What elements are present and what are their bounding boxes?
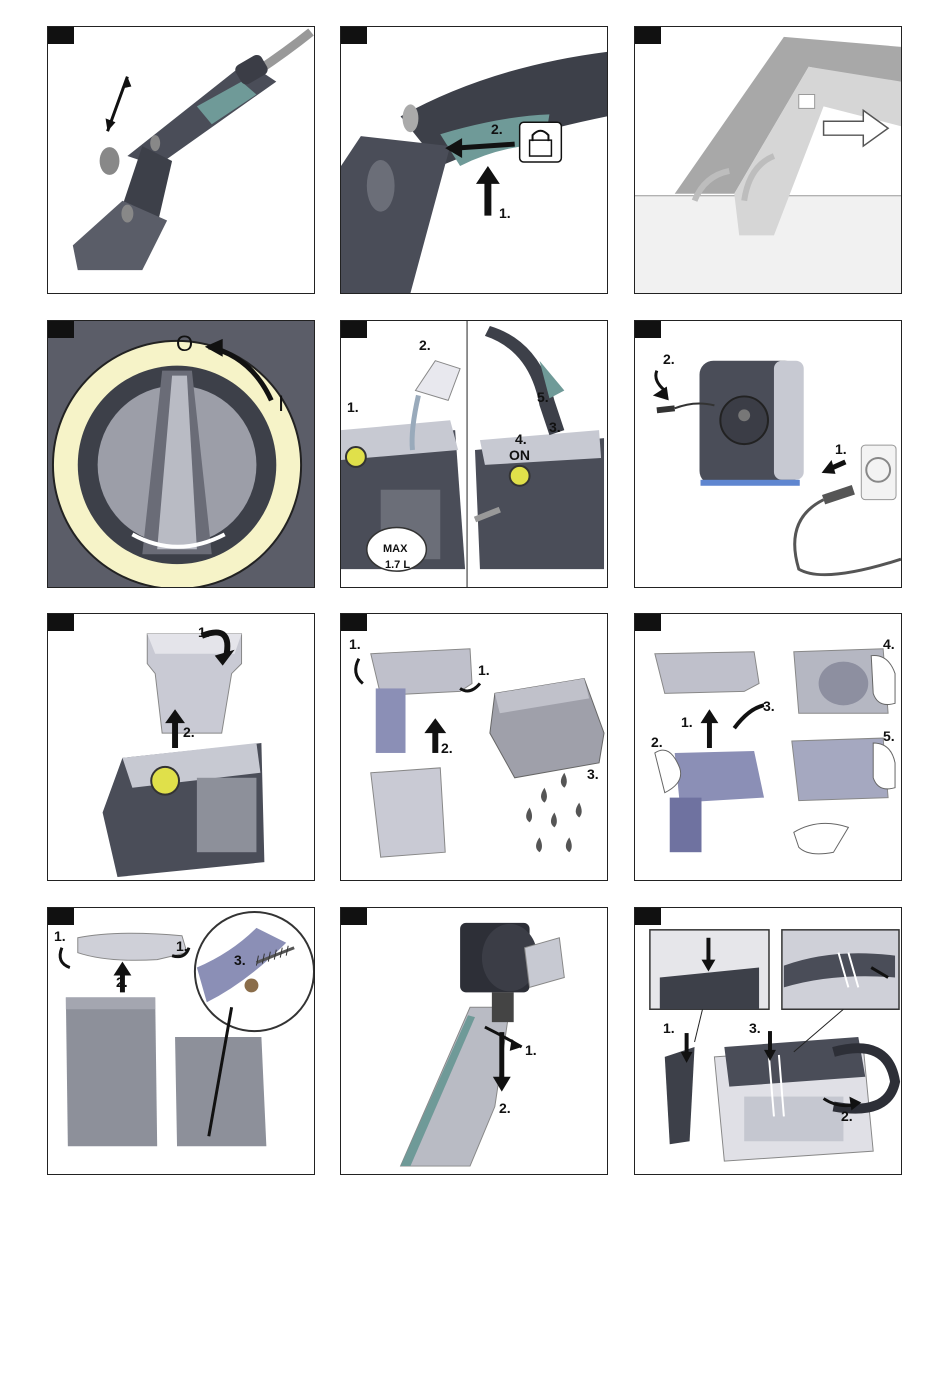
illustration-remove-tank (48, 614, 314, 880)
panel-10: 1. 1. 2. 3. (47, 907, 315, 1175)
lock-icon (520, 122, 562, 162)
panel-12: 1. 3. 2. (634, 907, 902, 1175)
panel-9: 1. 3. 2. 4. 5. (634, 613, 902, 881)
panel-3 (634, 26, 902, 294)
step-3-label: 3. (549, 419, 561, 435)
double-arrow-icon (106, 77, 132, 132)
figure-number-tab (341, 614, 367, 631)
step-2-label: 2. (419, 337, 431, 353)
figure-number-tab (635, 27, 661, 44)
panel-1 (47, 26, 315, 294)
step-3-label: 3. (763, 698, 775, 714)
figure-number-tab (635, 614, 661, 631)
step-2-label: 2. (499, 1100, 511, 1116)
step-1-label: 1. (681, 714, 693, 730)
switch-on-label: I (278, 391, 284, 417)
panel-11: 1. 2. (340, 907, 608, 1175)
step-2-label: 2. (491, 121, 503, 137)
step-1-label: 1. (347, 399, 359, 415)
figure-number-tab (341, 321, 367, 338)
illustration-nozzle-handle (48, 27, 314, 293)
illustration-suction-flow (635, 27, 901, 293)
figure-number-tab (48, 27, 74, 44)
volume-label: 1.7 L (385, 559, 410, 571)
illustration-storage (635, 908, 901, 1174)
illustration-clean-tank (635, 614, 901, 880)
figure-number-tab (48, 614, 74, 631)
step-2-label: 2. (841, 1108, 853, 1124)
step-5-label: 5. (537, 389, 549, 405)
switch-off-label: O (176, 331, 193, 357)
illustration-empty-tank (341, 614, 607, 880)
step-4-label: 4. (883, 636, 895, 652)
max-label: MAX (383, 543, 407, 555)
illustration-power-switch (48, 321, 314, 587)
step-4-label: 4. (515, 431, 527, 447)
panel-5: 2. 1. MAX 1.7 L 5. 3. 4. ON (340, 320, 608, 588)
step-2-label: 2. (663, 351, 675, 367)
step-1-label: 1. (663, 1020, 675, 1036)
step-1-left-label: 1. (54, 928, 66, 944)
figure-number-tab (48, 908, 74, 925)
panel-8: 1. 1. 2. 3. (340, 613, 608, 881)
step-1-label: 1. (198, 624, 210, 640)
illustration-fill-water (341, 321, 607, 587)
step-1-label: 1. (835, 441, 847, 457)
figure-number-tab (635, 908, 661, 925)
panel-4: O I (47, 320, 315, 588)
figure-number-tab (48, 321, 74, 338)
panel-6: 2. 1. (634, 320, 902, 588)
step-2-label: 2. (651, 734, 663, 750)
step-3-label: 3. (749, 1020, 761, 1036)
step-3-label: 3. (234, 952, 246, 968)
step-1-right-label: 1. (478, 662, 490, 678)
panel-2: 2. 1. (340, 26, 608, 294)
figure-number-tab (635, 321, 661, 338)
panel-7: 1. 2. (47, 613, 315, 881)
on-label: ON (509, 447, 530, 463)
step-1-label: 1. (499, 205, 511, 221)
step-2-label: 2. (183, 724, 195, 740)
illustration-handle-lock (341, 27, 607, 293)
figure-number-tab (341, 908, 367, 925)
step-2-label: 2. (116, 974, 128, 990)
figure-number-tab (341, 27, 367, 44)
illustration-nozzle-insert (341, 908, 607, 1174)
step-3-label: 3. (587, 766, 599, 782)
step-1-label: 1. (525, 1042, 537, 1058)
step-1-left-label: 1. (349, 636, 361, 652)
illustration-power-plug (635, 321, 901, 587)
step-2-label: 2. (441, 740, 453, 756)
step-1-right-label: 1. (176, 938, 188, 954)
step-5-label: 5. (883, 728, 895, 744)
